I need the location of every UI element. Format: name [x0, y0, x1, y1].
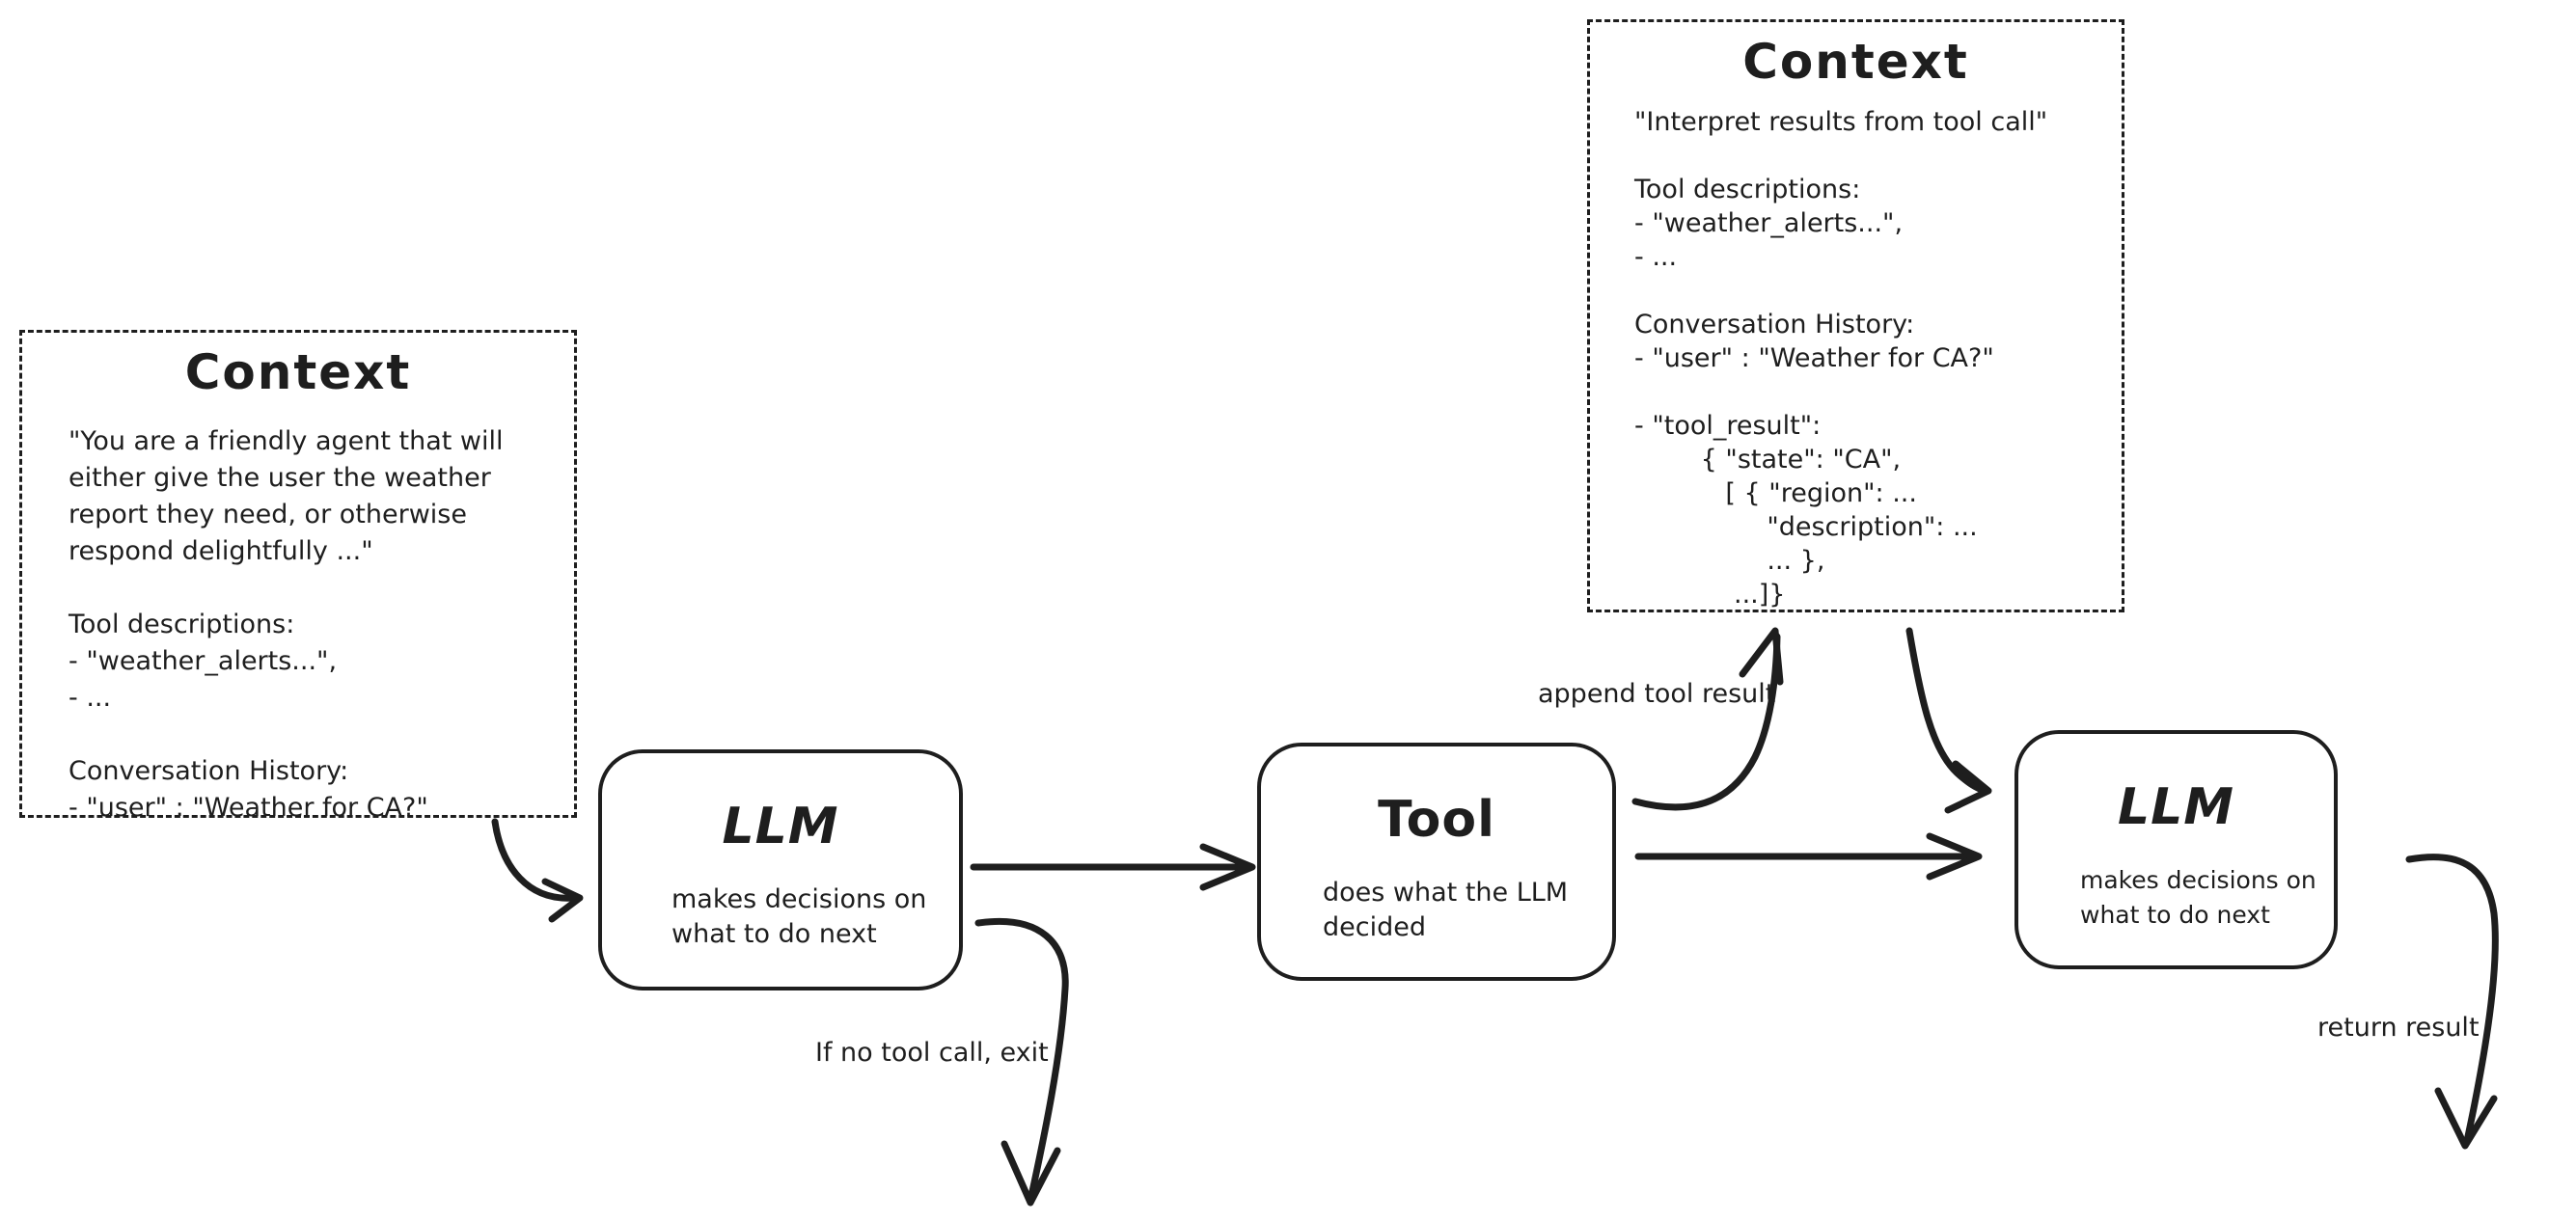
- edge-left-context-to-llm1-arrowhead: [541, 878, 584, 923]
- llm1-node-subtitle: makes decisions on what to do next: [671, 884, 927, 949]
- edge-top-context-to-llm2-arrowhead: [1944, 760, 1992, 814]
- edge-tool-to-top-context-arrowhead: [1739, 627, 1784, 686]
- top-context-title: Context: [1742, 34, 1969, 90]
- llm2-node-subtitle: makes decisions on what to do next: [2080, 866, 2316, 929]
- edge-left-context-to-llm1-line: [491, 818, 577, 902]
- edge-top-context-to-llm2-line: [1905, 627, 1988, 795]
- edge-tool-to-llm2: [1634, 832, 1983, 881]
- edge-left-context-to-llm1: [491, 818, 584, 923]
- edge-llm2-return: [2405, 854, 2499, 1150]
- append-tool-result-label: append tool result: [1538, 679, 1776, 709]
- edge-llm2-return-arrowhead: [2434, 1087, 2498, 1150]
- edge-llm1-to-tool-arrowhead: [1199, 843, 1256, 891]
- edge-llm1-exit-arrowhead: [1000, 1140, 1061, 1207]
- edge-tool-to-top-context: [1631, 627, 1784, 811]
- edge-tool-to-llm2-arrowhead: [1926, 832, 1983, 881]
- top-context-body: "Interpret results from tool call" Tool …: [1634, 107, 2048, 610]
- llm2-node-title: LLM: [2117, 778, 2234, 836]
- llm1-node: LLM makes decisions on what to do next: [598, 749, 963, 990]
- edge-top-context-to-llm2: [1905, 627, 1992, 814]
- llm2-node: LLM makes decisions on what to do next: [2014, 730, 2338, 969]
- top-context-box: Context "Interpret results from tool cal…: [1587, 19, 2124, 612]
- tool-node: Tool does what the LLM decided: [1257, 743, 1616, 981]
- left-context-title: Context: [184, 344, 412, 400]
- if-no-tool-call-exit-label: If no tool call, exit: [815, 1038, 1049, 1068]
- left-context-body: "You are a friendly agent that will eith…: [69, 426, 504, 823]
- tool-node-subtitle: does what the LLM decided: [1323, 878, 1569, 942]
- edge-llm1-exit: [974, 918, 1069, 1207]
- tool-node-title: Tool: [1378, 791, 1495, 849]
- edge-llm1-to-tool: [970, 843, 1256, 891]
- edge-llm1-exit-line: [974, 918, 1069, 1200]
- return-result-label: return result: [2317, 1013, 2480, 1043]
- edge-llm2-return-line: [2405, 854, 2499, 1145]
- left-context-box: Context "You are a friendly agent that w…: [19, 330, 577, 823]
- llm1-node-title: LLM: [722, 798, 839, 855]
- edge-tool-to-top-context-line: [1631, 633, 1781, 811]
